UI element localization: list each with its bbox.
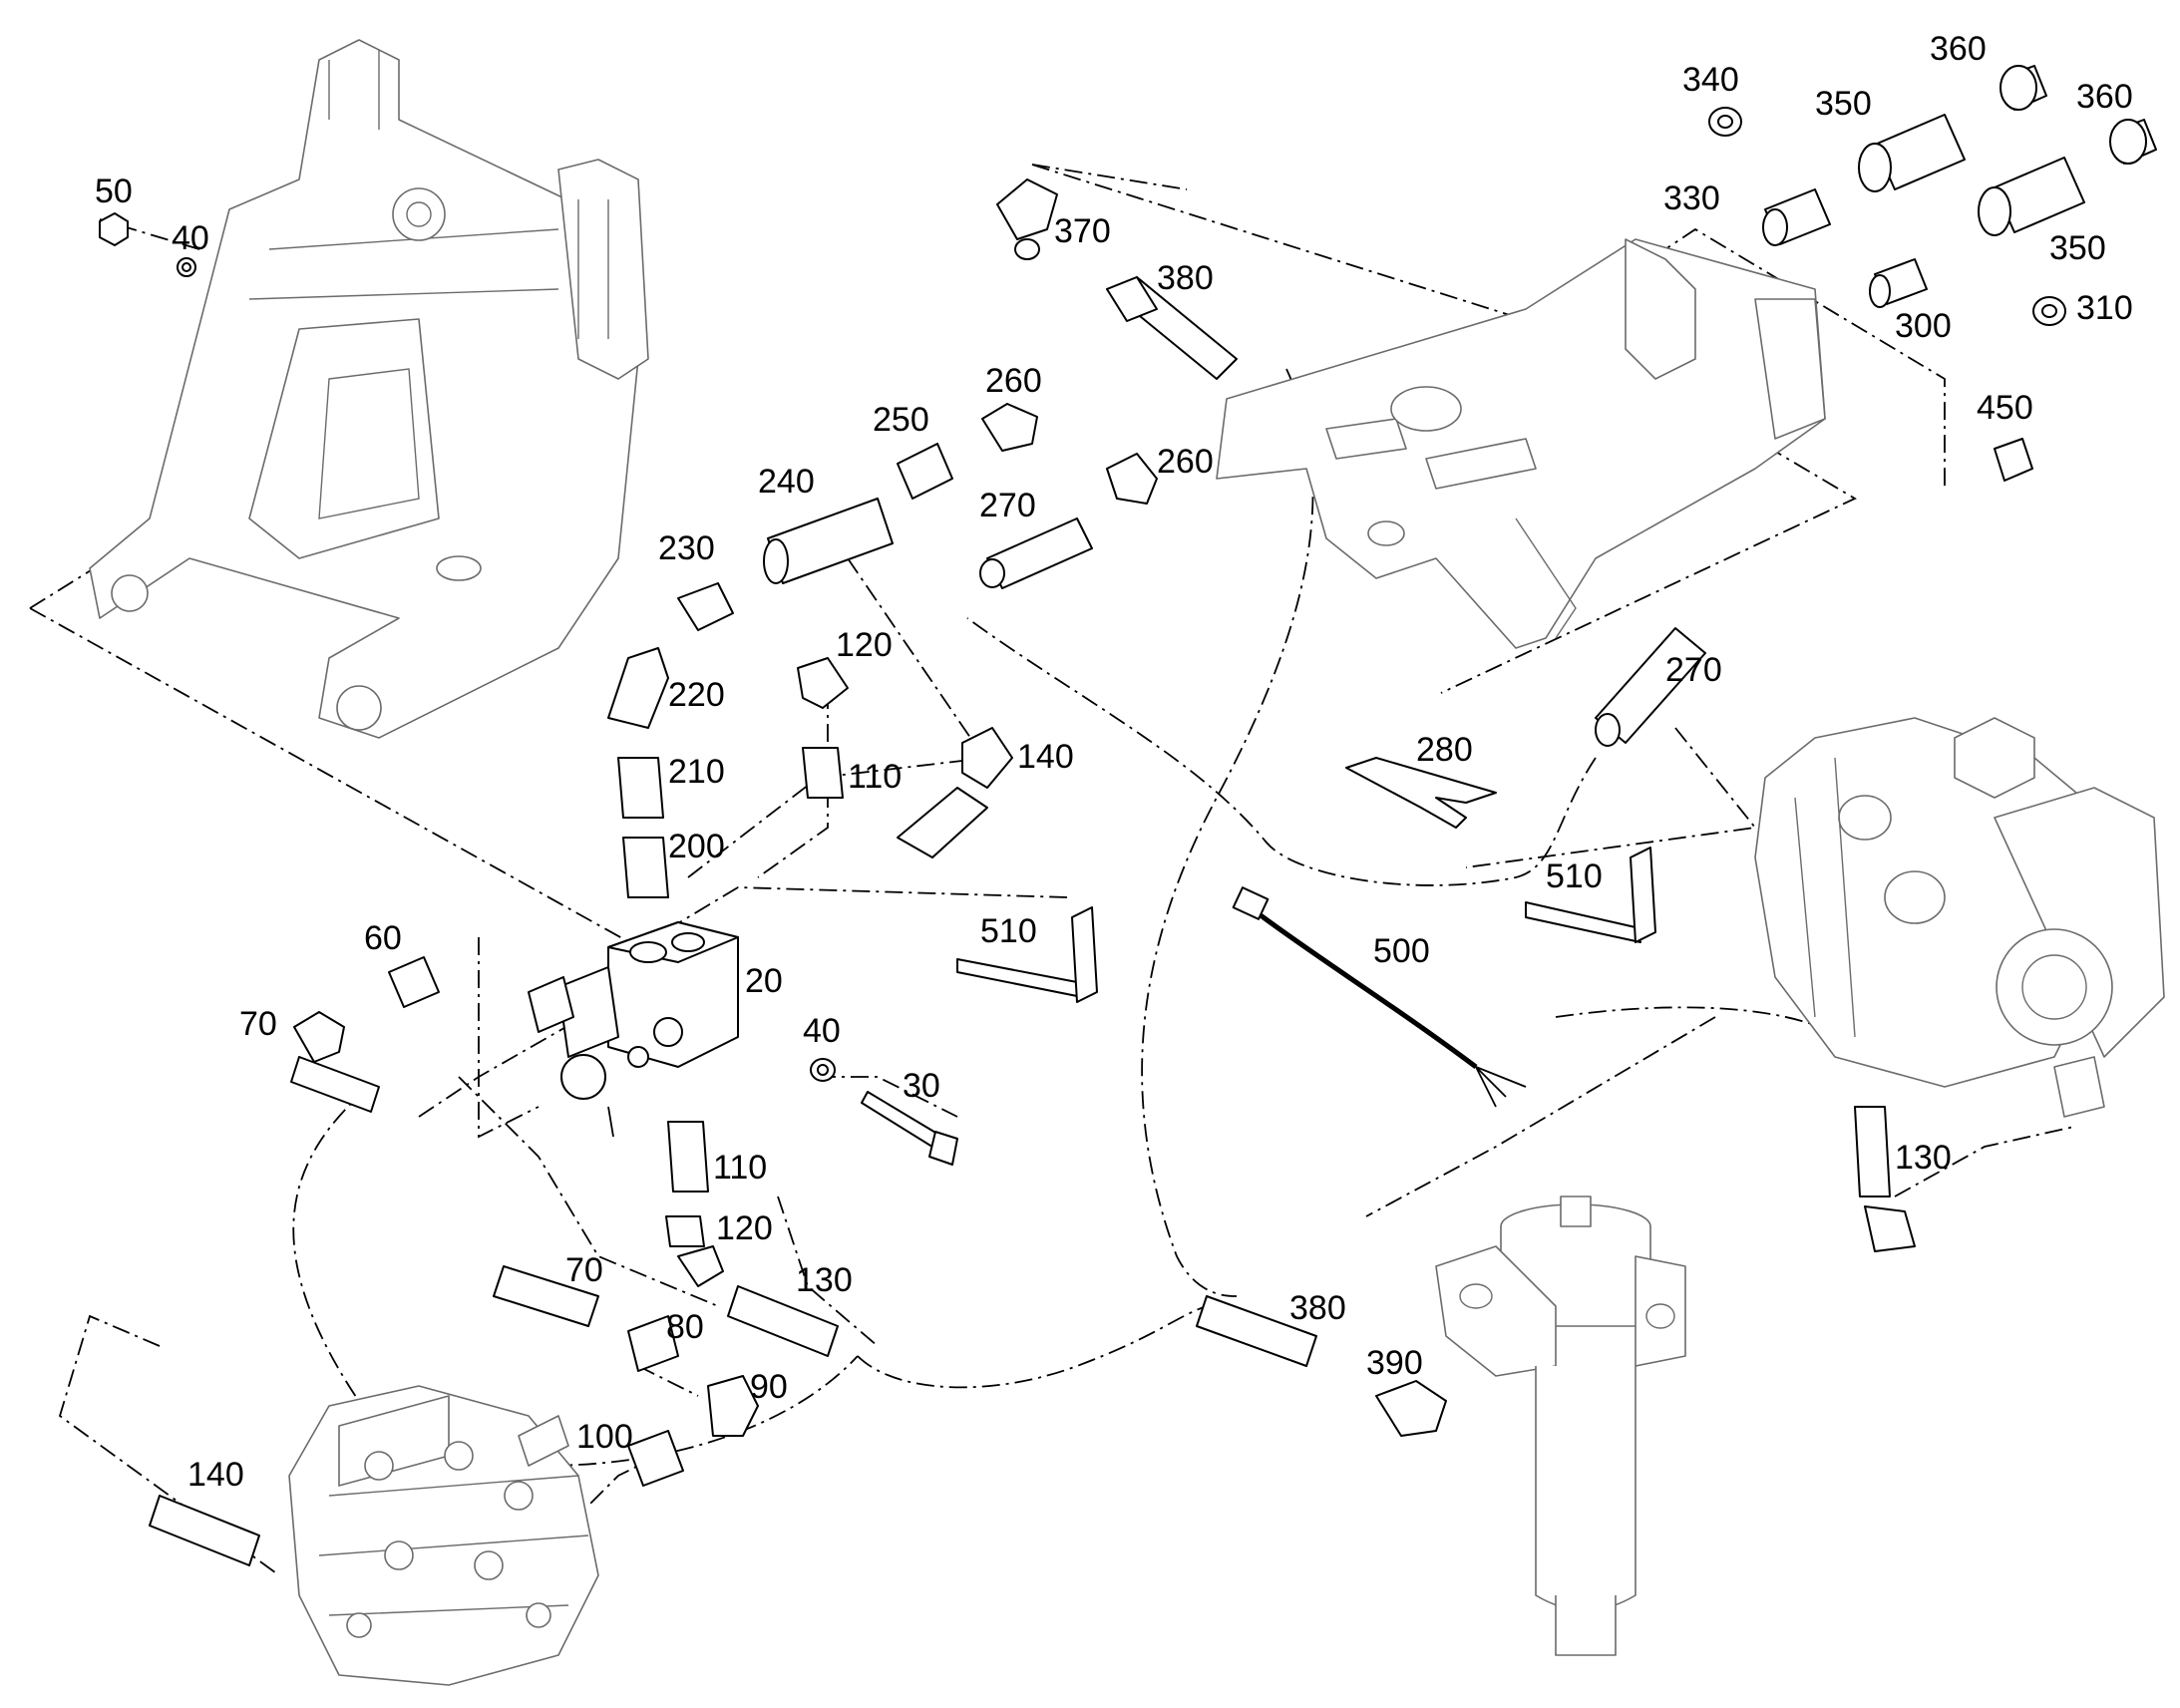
callout-110: 110	[848, 758, 902, 796]
callout-510: 510	[1546, 857, 1603, 895]
callout-250: 250	[873, 401, 929, 439]
callout-120: 120	[836, 626, 893, 664]
callout-110: 110	[713, 1149, 767, 1187]
callout-40: 40	[803, 1012, 841, 1050]
callout-20: 20	[745, 962, 783, 1000]
callout-310: 310	[2076, 289, 2133, 327]
callout-240: 240	[758, 463, 815, 501]
fittings	[99, 65, 2157, 1566]
callout-270: 270	[1665, 651, 1722, 689]
control-valve-illustration	[288, 1385, 599, 1686]
callout-70: 70	[239, 1005, 277, 1043]
callout-500: 500	[1373, 932, 1430, 970]
callout-360: 360	[1930, 30, 1987, 68]
callout-390: 390	[1366, 1344, 1423, 1382]
callout-280: 280	[1416, 731, 1473, 769]
callout-380: 380	[1157, 259, 1214, 297]
callout-340: 340	[1682, 61, 1739, 99]
callout-360: 360	[2076, 78, 2133, 116]
valve-block-20	[528, 921, 739, 1138]
callout-70: 70	[565, 1251, 603, 1289]
part-callouts: 50 40 340 360 350 360 370 330 350 380 30…	[95, 30, 2133, 1494]
callout-130: 130	[1895, 1139, 1952, 1177]
callout-80: 80	[666, 1308, 704, 1346]
callout-210: 210	[668, 753, 725, 791]
pump-illustration	[1754, 717, 2165, 1118]
callout-100: 100	[576, 1418, 633, 1456]
callout-300: 300	[1895, 307, 1952, 345]
callout-90: 90	[750, 1368, 788, 1406]
loader-frame-illustration	[89, 39, 649, 739]
callout-350: 350	[2049, 229, 2106, 267]
callout-140: 140	[1017, 738, 1074, 776]
callout-40: 40	[172, 219, 209, 257]
callout-140: 140	[187, 1456, 244, 1494]
callout-120: 120	[716, 1209, 773, 1247]
callout-260: 260	[1157, 443, 1214, 481]
callout-30: 30	[903, 1067, 940, 1105]
rear-chassis-illustration	[1216, 238, 1826, 649]
callout-130: 130	[796, 1261, 853, 1299]
callout-200: 200	[668, 828, 725, 865]
callout-350: 350	[1815, 85, 1872, 123]
callout-380: 380	[1289, 1289, 1346, 1327]
filter-illustration	[1435, 1196, 1686, 1656]
callout-330: 330	[1663, 179, 1720, 217]
callout-270: 270	[979, 487, 1036, 524]
callout-450: 450	[1977, 389, 2033, 427]
callout-220: 220	[668, 676, 725, 714]
callout-370: 370	[1054, 212, 1111, 250]
callout-230: 230	[658, 529, 715, 567]
callout-50: 50	[95, 172, 133, 210]
callout-510: 510	[980, 912, 1037, 950]
callout-260: 260	[985, 362, 1042, 400]
callout-60: 60	[364, 919, 402, 957]
